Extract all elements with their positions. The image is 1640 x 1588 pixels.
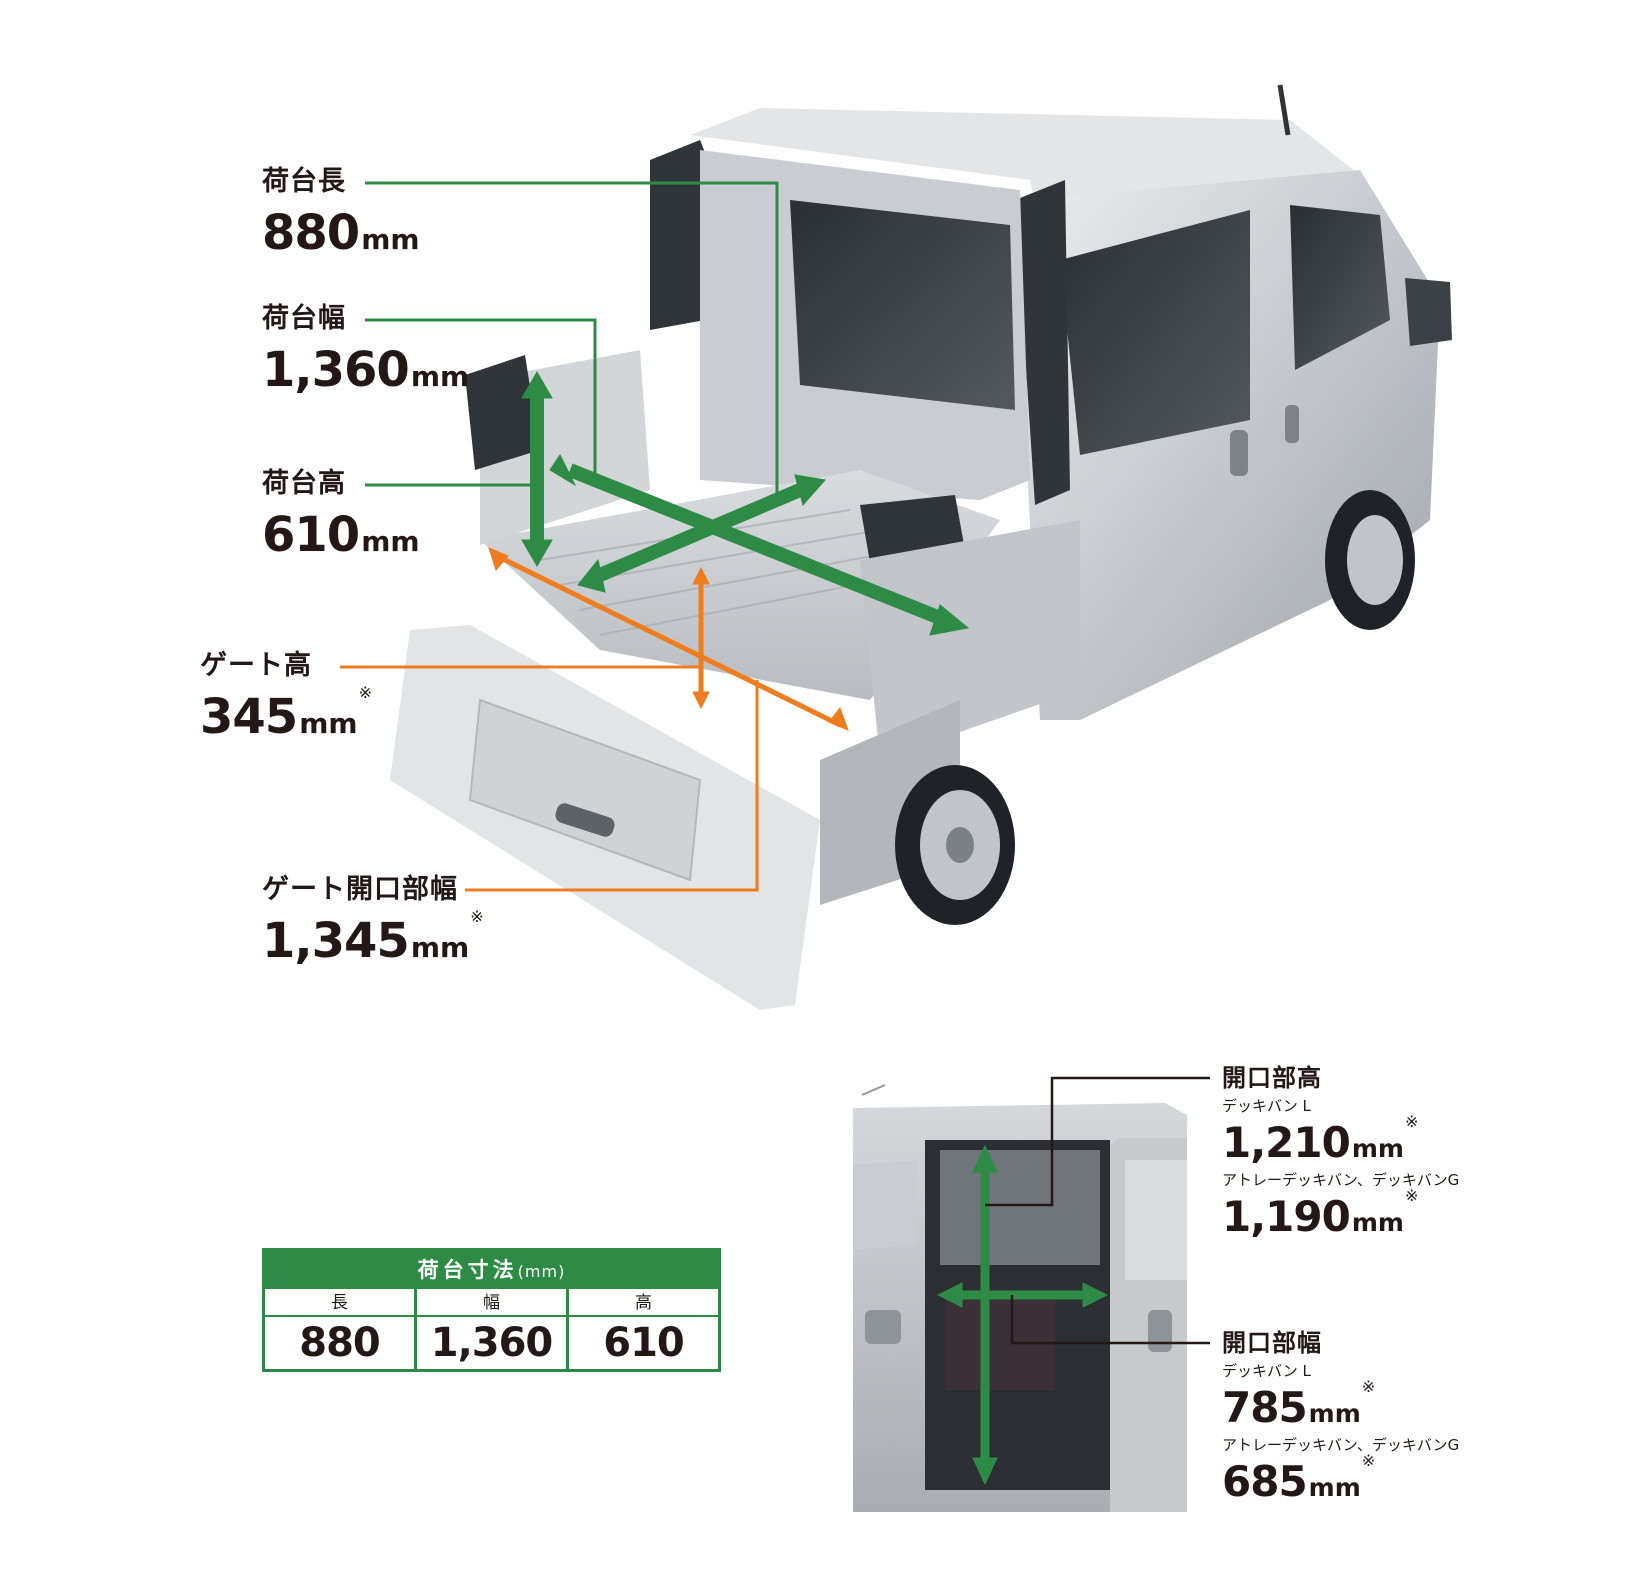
table-value-width: 1,360: [430, 1320, 554, 1366]
door-opening-width-name: 開口部幅: [1222, 1329, 1322, 1357]
cargo-width-name: 荷台幅: [262, 303, 346, 334]
door-width-value-1: 785mm※: [1222, 1377, 1376, 1432]
door-width-variant-1: デッキバン L: [1222, 1362, 1311, 1380]
door-width-value-2: 685mm※: [1222, 1451, 1376, 1506]
table-column-length: 長 880: [265, 1289, 417, 1369]
cargo-height-value: 610mm: [262, 507, 420, 563]
side-door-green-arrows: [936, 1144, 1109, 1486]
table-header-height: 高: [569, 1289, 718, 1317]
label-door-opening-height: 開口部高 デッキバン L 1,210mm※ アトレーデッキバン、デッキバンG 1…: [1222, 1066, 1459, 1238]
cargo-width-value: 1,360mm: [262, 342, 470, 398]
leader-lines: [340, 181, 779, 892]
door-height-value-2: 1,190mm※: [1222, 1186, 1419, 1241]
label-gate-height: ゲート高 345mm※: [200, 652, 372, 741]
label-cargo-height: 荷台高 610mm: [262, 470, 421, 559]
gate-orange-arrows: [488, 547, 849, 731]
door-height-value-1: 1,210mm※: [1222, 1112, 1419, 1167]
side-door-leader-lines: [985, 1076, 1210, 1345]
truck-body: [390, 84, 1452, 1010]
cargo-dimensions-table: 荷台寸法(mm) 長 880 幅 1,360 高 610: [262, 1248, 721, 1372]
table-value-length: 880: [299, 1320, 381, 1366]
cargo-length-value: 880mm: [262, 205, 420, 261]
door-opening-height-name: 開口部高: [1222, 1064, 1322, 1092]
door-width-variant-2: アトレーデッキバン、デッキバンG: [1222, 1436, 1460, 1454]
label-door-opening-width: 開口部幅 デッキバン L 785mm※ アトレーデッキバン、デッキバンG 685…: [1222, 1331, 1459, 1503]
cargo-length-name: 荷台長: [262, 166, 346, 197]
gate-height-value: 345mm※: [200, 683, 372, 745]
label-cargo-length: 荷台長 880mm: [262, 168, 421, 257]
side-door-photo: [853, 1084, 1187, 1512]
table-value-height: 610: [603, 1320, 685, 1366]
gate-opening-width-name: ゲート開口部幅: [262, 874, 458, 905]
label-cargo-width: 荷台幅 1,360mm: [262, 305, 470, 394]
gate-opening-width-value: 1,345mm※: [262, 907, 484, 969]
cargo-bed-green-arrows: [521, 370, 970, 636]
table-title: 荷台寸法(mm): [265, 1251, 718, 1289]
gate-height-name: ゲート高: [200, 650, 312, 681]
door-height-variant-2: アトレーデッキバン、デッキバンG: [1222, 1171, 1460, 1189]
table-column-width: 幅 1,360: [417, 1289, 569, 1369]
table-header-width: 幅: [417, 1289, 566, 1317]
cargo-height-name: 荷台高: [262, 468, 346, 499]
table-column-height: 高 610: [569, 1289, 718, 1369]
label-gate-opening-width: ゲート開口部幅 1,345mm※: [262, 876, 484, 965]
door-height-variant-1: デッキバン L: [1222, 1097, 1311, 1115]
table-header-length: 長: [265, 1289, 414, 1317]
